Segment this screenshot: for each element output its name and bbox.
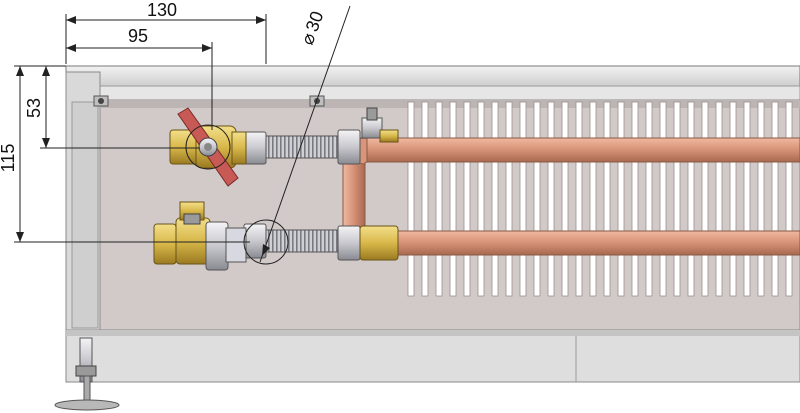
fin <box>519 101 527 297</box>
fin <box>533 101 541 297</box>
leveling-foot <box>54 337 120 411</box>
diameter-label: ⌀ 30 <box>297 9 327 48</box>
top-cover-rail <box>65 65 800 87</box>
fin <box>715 101 723 297</box>
top-inner-rail <box>69 85 800 101</box>
fin <box>603 101 611 297</box>
flex-hose-upper <box>265 135 339 159</box>
nut-lower-right <box>337 225 361 261</box>
brass-fitting-lower-right <box>359 225 399 261</box>
dimension-95: 95 <box>128 26 148 46</box>
dimension-53: 53 <box>24 98 44 118</box>
fin <box>617 101 625 297</box>
fin <box>477 101 485 297</box>
dimension-115: 115 <box>0 144 18 173</box>
fin <box>687 101 695 297</box>
flex-hose-lower <box>265 229 339 253</box>
fin <box>575 101 583 297</box>
fin <box>673 101 681 297</box>
dimension-arrows <box>16 16 270 256</box>
fin <box>561 101 569 297</box>
copper-pipe-lower <box>395 230 800 256</box>
dimension-130: 130 <box>147 0 177 20</box>
bottom-base <box>65 329 800 383</box>
fin <box>505 101 513 297</box>
fin <box>631 101 639 297</box>
fin <box>421 101 429 297</box>
copper-pipe-upper <box>359 137 800 163</box>
fin <box>743 101 751 297</box>
lower-valve <box>153 201 247 271</box>
fin <box>729 101 737 297</box>
fin <box>589 101 597 297</box>
bottom-base-lip <box>66 330 800 336</box>
fin <box>435 101 443 297</box>
dimension-diameter-30: 30 <box>302 9 328 35</box>
fin <box>771 101 779 297</box>
fin <box>449 101 457 297</box>
fin <box>701 101 709 297</box>
fin <box>407 101 415 297</box>
nut-upper-right <box>337 129 361 165</box>
fin <box>757 101 765 297</box>
ball-valve-upper <box>169 107 247 187</box>
mounting-clip-left <box>93 95 109 107</box>
copper-riser <box>342 159 366 231</box>
fin <box>645 101 653 297</box>
fin <box>547 101 555 297</box>
fin <box>785 101 793 297</box>
fin <box>491 101 499 297</box>
fin <box>463 101 471 297</box>
left-wall-inner <box>71 101 99 329</box>
fin <box>659 101 667 297</box>
heat-exchanger-fins <box>407 101 793 297</box>
air-vent-valve <box>361 107 399 143</box>
nut-upper-left <box>243 131 267 165</box>
dimension-lines <box>14 5 351 265</box>
